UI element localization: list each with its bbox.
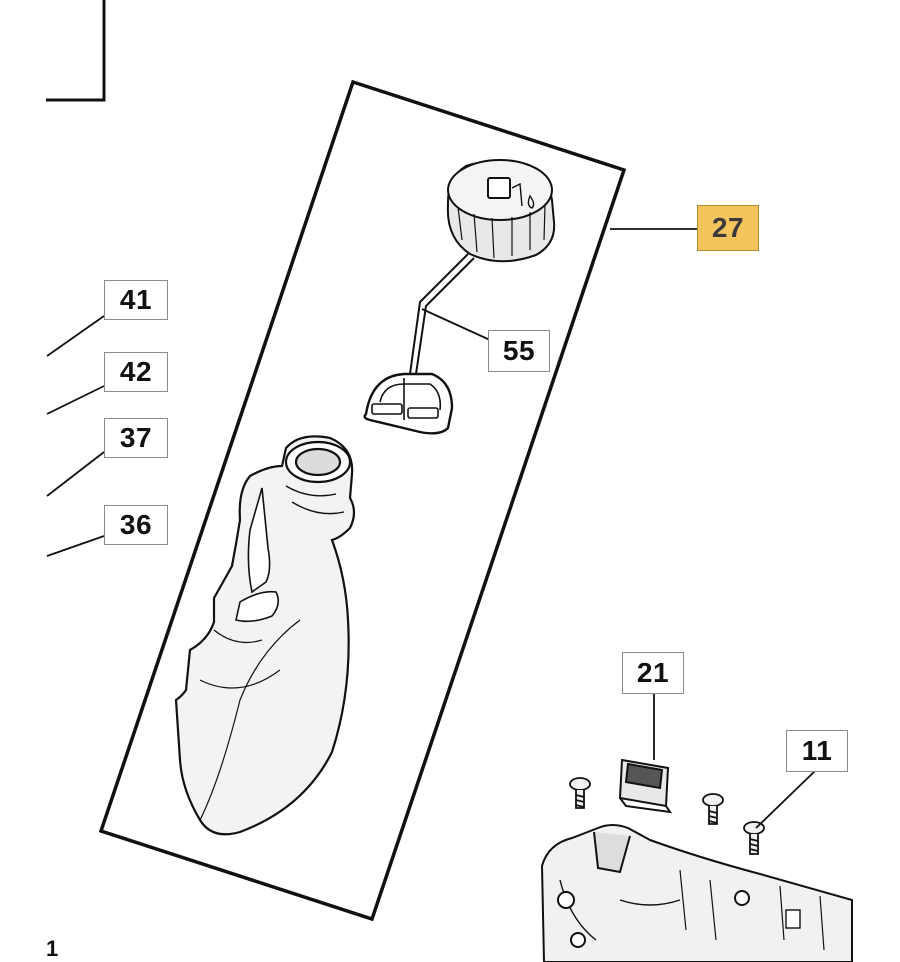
leader-42: [46, 385, 105, 415]
leader-36: [46, 535, 105, 557]
leader-41: [46, 315, 105, 357]
parts-group-box: [98, 79, 627, 922]
callout-27[interactable]: 27: [697, 205, 759, 251]
callout-42[interactable]: 42: [104, 352, 168, 392]
leader-37: [46, 451, 105, 497]
fuel-cap-part: [446, 159, 556, 263]
cap-tether-part: [363, 253, 475, 435]
switch-part: [618, 758, 673, 814]
partial-callout-fragment: 1: [46, 936, 59, 961]
callout-41[interactable]: 41: [104, 280, 168, 320]
leader-55: [421, 308, 491, 341]
handle-housing-part: [540, 824, 853, 962]
callout-36[interactable]: 36: [104, 505, 168, 545]
fuel-tank-part: [174, 435, 356, 836]
leader-lines: [46, 228, 817, 829]
callout-21[interactable]: 21: [622, 652, 684, 694]
callout-55[interactable]: 55: [488, 330, 550, 372]
screw-1: [569, 777, 591, 809]
callout-11[interactable]: 11: [786, 730, 848, 772]
screw-3: [743, 821, 765, 855]
leader-11: [755, 769, 817, 829]
callout-37[interactable]: 37: [104, 418, 168, 458]
screw-2: [702, 793, 724, 825]
frame-corner: [46, 0, 106, 102]
